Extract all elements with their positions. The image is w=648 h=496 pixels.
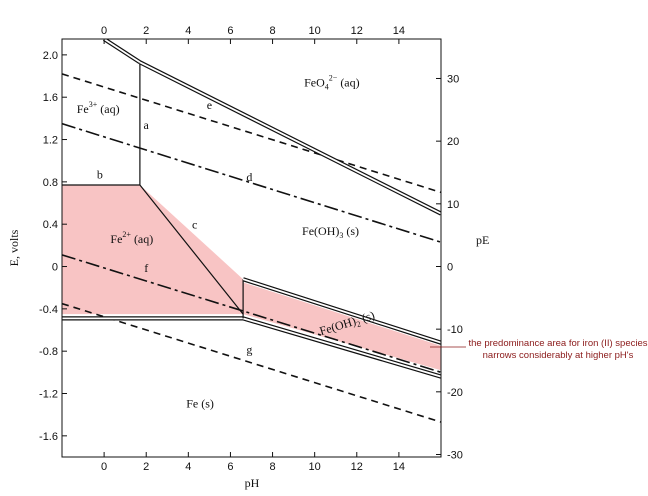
line-label-e: e bbox=[207, 98, 212, 112]
line-label-d: d bbox=[246, 170, 252, 184]
line-g bbox=[62, 302, 441, 423]
annotation-line-2: narrows considerably at higher pH's bbox=[483, 350, 634, 361]
y2-axis-title: pE bbox=[476, 233, 489, 247]
line-label-a: a bbox=[144, 118, 150, 132]
y2-tick-label: -20 bbox=[447, 387, 463, 399]
y2-tick-label: -10 bbox=[447, 324, 463, 336]
annotation-line-1: the predominance area for iron (II) spec… bbox=[468, 338, 647, 349]
region-label: FeO42− (aq) bbox=[304, 74, 360, 92]
x-axis-title: pH bbox=[245, 476, 260, 490]
line-c bbox=[139, 184, 244, 315]
y-axis-title: E, volts bbox=[7, 229, 21, 266]
line-f bbox=[62, 254, 441, 374]
x-tick-label-top: 8 bbox=[269, 25, 275, 37]
x-tick-label-bottom: 2 bbox=[143, 461, 149, 473]
boundary-inner-5 bbox=[242, 278, 441, 344]
x-tick-label-bottom: 0 bbox=[101, 461, 107, 473]
x-tick-label-bottom: 12 bbox=[351, 461, 363, 473]
boundary-inner-0 bbox=[103, 39, 141, 64]
y2-tick-label: 20 bbox=[447, 136, 459, 148]
y2-tick-label: 0 bbox=[447, 261, 453, 273]
y-tick-label: 0.4 bbox=[43, 219, 58, 231]
line-label-g: g bbox=[246, 342, 252, 356]
x-tick-label-top: 4 bbox=[185, 25, 191, 37]
y2-tick-label: -30 bbox=[447, 449, 463, 461]
fe2-aq-region bbox=[62, 185, 244, 315]
y-tick-label: -1.2 bbox=[39, 389, 58, 401]
y-tick-label: -0.4 bbox=[39, 304, 58, 316]
region-label: Fe (s) bbox=[186, 396, 214, 410]
x-tick-label-top: 14 bbox=[393, 25, 405, 37]
region-label: Fe2+ (aq) bbox=[110, 230, 153, 246]
region-label: Fe(OH)3 (s) bbox=[302, 224, 359, 240]
y-tick-label: -0.8 bbox=[39, 346, 58, 358]
x-tick-label-bottom: 10 bbox=[309, 461, 321, 473]
x-tick-label-top: 12 bbox=[351, 25, 363, 37]
axis-ticks: 0 0 2 2 4 4 6 6 8 8 10 10 12 12 14 14 2.0 1.6 1.2 0.8 0.4 0 -0… bbox=[39, 25, 463, 473]
x-tick-label-bottom: 8 bbox=[269, 461, 275, 473]
y-tick-label: 0 bbox=[52, 262, 58, 274]
line-d bbox=[62, 122, 441, 243]
y2-tick-label: 30 bbox=[447, 73, 459, 85]
feoh2-s-region bbox=[243, 282, 441, 371]
line-label-f: f bbox=[144, 261, 148, 275]
y-tick-label: 1.6 bbox=[43, 92, 58, 104]
y-tick-label: 0.8 bbox=[43, 177, 58, 189]
x-tick-label-bottom: 14 bbox=[393, 461, 405, 473]
x-tick-label-top: 2 bbox=[143, 25, 149, 37]
boundary-lines bbox=[62, 39, 441, 423]
y-tick-label: 2.0 bbox=[43, 50, 58, 62]
line-e bbox=[62, 73, 441, 194]
y2-tick-label: 10 bbox=[447, 199, 459, 211]
predominance-regions bbox=[62, 185, 441, 371]
line-label-c: c bbox=[192, 217, 197, 231]
y-tick-label: -1.6 bbox=[39, 431, 58, 443]
x-tick-label-top: 6 bbox=[227, 25, 233, 37]
plot-frame bbox=[61, 38, 442, 458]
x-tick-label-bottom: 6 bbox=[227, 461, 233, 473]
x-tick-label-top: 0 bbox=[101, 25, 107, 37]
region-label: Fe3+ (aq) bbox=[77, 100, 120, 116]
boundary-inner-1 bbox=[139, 61, 441, 215]
x-tick-label-top: 10 bbox=[309, 25, 321, 37]
boundary-inner-3 bbox=[242, 317, 441, 378]
x-tick-label-bottom: 4 bbox=[185, 461, 191, 473]
line-label-b: b bbox=[97, 168, 103, 182]
y-tick-label: 1.2 bbox=[43, 135, 58, 147]
chart-labels: Fe3+ (aq) FeO42− (aq) Fe2+ (aq) Fe(OH)3 (s)… bbox=[77, 74, 377, 411]
